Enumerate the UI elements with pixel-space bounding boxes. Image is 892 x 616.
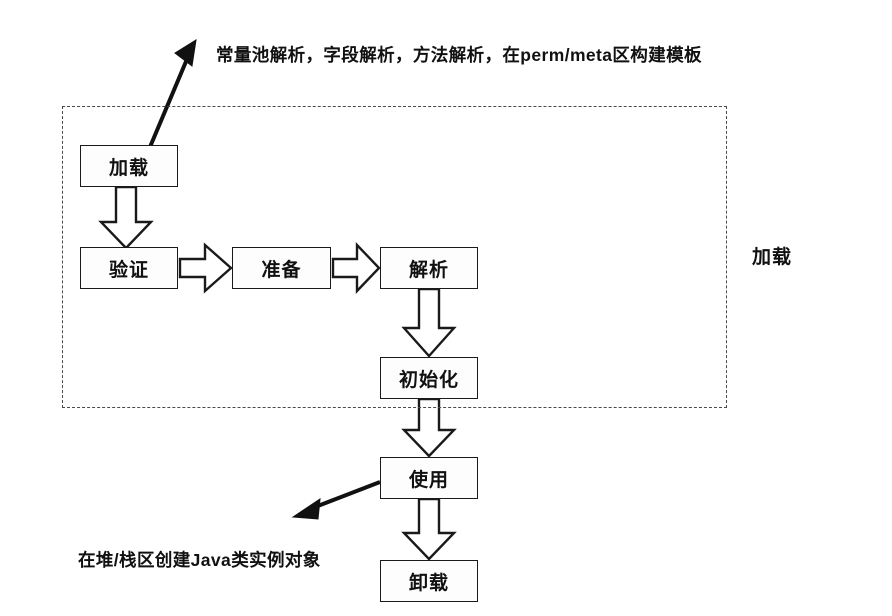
node-init-label: 初始化 bbox=[398, 369, 459, 391]
annotation-bottom-note: 在堆/栈区创建Java类实例对象 bbox=[78, 550, 321, 570]
line-arrow-use-to-bottom-note bbox=[291, 480, 381, 520]
annotation-top-note: 常量池解析，字段解析，方法解析，在perm/meta区构建模板 bbox=[216, 45, 702, 65]
node-load-label: 加载 bbox=[108, 157, 149, 179]
block-arrow-prepare-to-resolve bbox=[331, 242, 381, 294]
node-use-label: 使用 bbox=[408, 469, 449, 491]
block-arrow-resolve-to-init bbox=[401, 287, 457, 358]
node-load[interactable]: 加载 bbox=[80, 145, 178, 187]
block-arrow-load-to-verify bbox=[98, 185, 154, 250]
node-prepare-label: 准备 bbox=[261, 259, 302, 281]
group-label-loading: 加载 bbox=[752, 247, 793, 268]
block-arrow-verify-to-prepare bbox=[178, 242, 233, 294]
node-resolve-label: 解析 bbox=[408, 259, 449, 281]
node-unload[interactable]: 卸载 bbox=[380, 560, 478, 602]
node-init[interactable]: 初始化 bbox=[380, 357, 478, 399]
node-use[interactable]: 使用 bbox=[380, 457, 478, 499]
block-arrow-init-to-use bbox=[401, 397, 457, 458]
node-verify-label: 验证 bbox=[108, 259, 149, 281]
node-verify[interactable]: 验证 bbox=[80, 247, 178, 289]
loading-phase-dashed-region bbox=[62, 106, 727, 408]
line-arrow-load-to-top-note bbox=[148, 39, 197, 148]
node-resolve[interactable]: 解析 bbox=[380, 247, 478, 289]
node-unload-label: 卸载 bbox=[408, 572, 449, 594]
node-prepare[interactable]: 准备 bbox=[232, 247, 331, 289]
block-arrow-use-to-unload bbox=[401, 497, 457, 561]
